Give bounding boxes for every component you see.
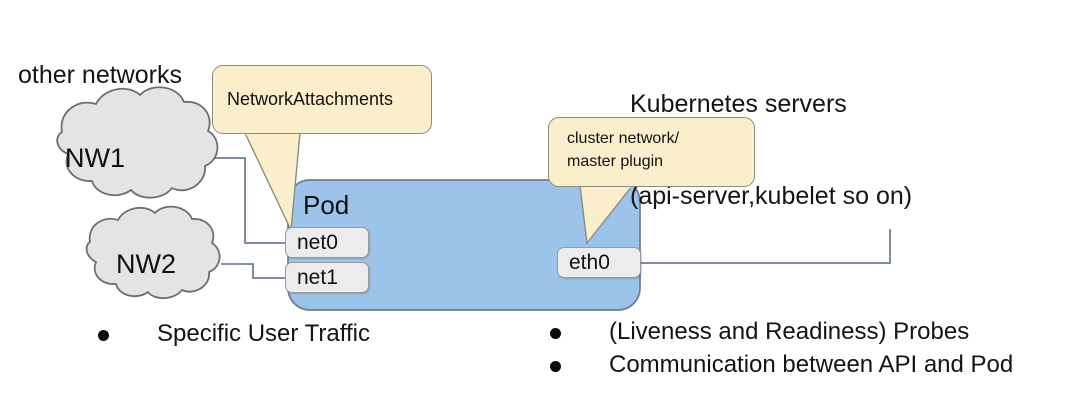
link-nw2-net1 (221, 263, 288, 279)
interface-net1: net1 (285, 262, 369, 293)
interface-net0: net0 (285, 227, 369, 258)
interface-eth0: eth0 (557, 247, 641, 278)
other-networks-title: other networks (18, 61, 182, 89)
cloud-nw2 (85, 205, 221, 300)
bullet-label: (Liveness and Readiness) Probes (609, 318, 970, 345)
connector-lines (206, 157, 891, 279)
bullet-dot-icon (550, 328, 561, 339)
bullet-label: Communication between API and Pod (609, 351, 1014, 378)
cloud-nw1 (56, 86, 219, 199)
pod-label: Pod (303, 190, 350, 220)
callout-cluster-network-line2: master plugin (567, 152, 664, 170)
list-item: (Liveness and Readiness) Probes (550, 318, 1013, 346)
list-item: Specific User Traffic (98, 320, 370, 348)
cloud-label-nw2: NW2 (116, 249, 176, 279)
link-nw1-net0 (206, 157, 288, 244)
list-item: Communication between API and Pod (550, 351, 1013, 379)
callout-cluster-network-line1: cluster network/ (567, 130, 680, 147)
callout-tail-network-attachments (243, 132, 301, 233)
bullet-label: Specific User Traffic (157, 320, 370, 347)
callout-network-attachments: NetworkAttachments (212, 65, 432, 134)
bullet-list-left: Specific User Traffic (98, 320, 370, 348)
bullet-list-right: (Liveness and Readiness) Probes Communic… (550, 318, 1013, 379)
callout-cluster-network: cluster network/ master plugin (548, 117, 755, 187)
cloud-label-nw1: NW1 (65, 143, 125, 173)
kubernetes-servers-title-line1: Kubernetes servers (630, 90, 847, 118)
bullet-dot-icon (98, 330, 109, 341)
bullet-dot-icon (550, 361, 561, 372)
link-eth0-k8s (640, 229, 891, 264)
